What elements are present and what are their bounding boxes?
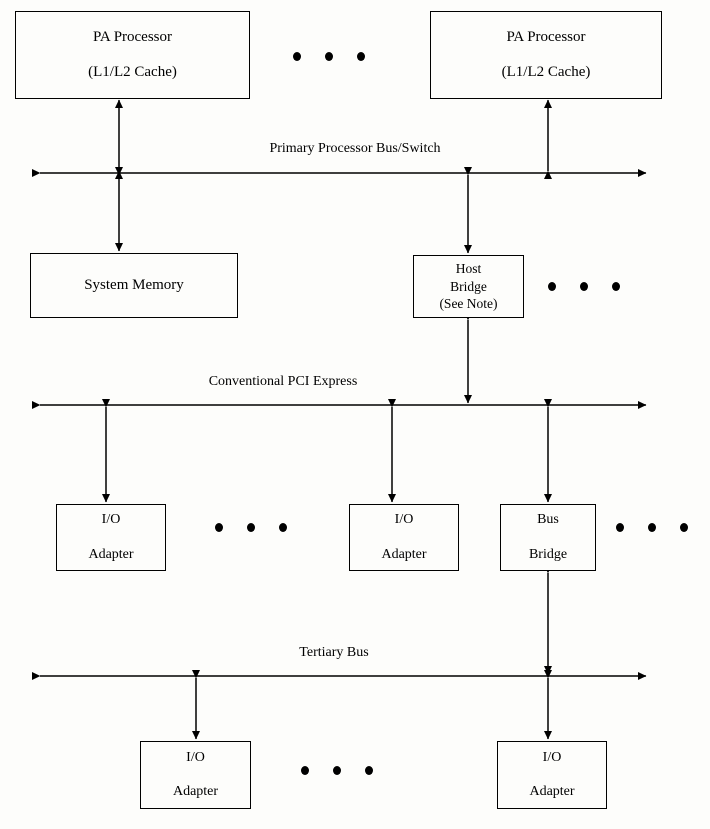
pa-processor-left-line1: PA Processor xyxy=(92,28,173,45)
ellipsis-host-bridges xyxy=(548,282,620,291)
io-adapter-tert-2-line1: I/O xyxy=(542,749,562,765)
system-memory-box: System Memory xyxy=(30,253,238,318)
io-adapter-tert-2-line2: Adapter xyxy=(529,784,575,799)
host-bridge-line1: Host xyxy=(455,261,482,277)
system-memory-label: System Memory xyxy=(84,276,184,293)
dot xyxy=(293,52,301,61)
ellipsis-processors xyxy=(293,52,365,61)
pa-processor-right-line2: (L1/L2 Cache) xyxy=(501,64,591,80)
host-bridge-box: Host Bridge (See Note) xyxy=(413,255,524,318)
pa-processor-left-box: PA Processor (L1/L2 Cache) xyxy=(15,11,250,99)
dot xyxy=(680,523,688,532)
dot xyxy=(301,766,309,775)
host-bridge-line3: (See Note) xyxy=(439,296,498,312)
host-bridge-line2: Bridge xyxy=(450,278,487,294)
io-adapter-pci-2-box: I/O Adapter xyxy=(349,504,459,571)
dot xyxy=(548,282,556,291)
io-adapter-pci-2-line2: Adapter xyxy=(381,546,427,562)
ellipsis-pci-adapters xyxy=(215,523,287,532)
pci-bus-label: Conventional PCI Express xyxy=(208,374,358,389)
dot xyxy=(357,52,365,61)
dot xyxy=(365,766,373,775)
bus-bridge-line1: Bus xyxy=(537,512,559,528)
io-adapter-pci-1-box: I/O Adapter xyxy=(56,504,166,571)
io-adapter-pci-2-line1: I/O xyxy=(394,512,414,528)
io-adapter-tert-2-box: I/O Adapter xyxy=(497,741,607,809)
dot xyxy=(616,523,624,532)
pa-processor-right-line1: PA Processor xyxy=(506,28,586,45)
dot xyxy=(612,282,620,291)
io-adapter-tert-1-line2: Adapter xyxy=(172,784,219,799)
io-adapter-tert-1-box: I/O Adapter xyxy=(140,741,251,809)
dot xyxy=(648,523,656,532)
io-adapter-pci-1-line1: I/O xyxy=(101,512,121,528)
dot xyxy=(325,52,333,61)
ellipsis-bus-bridges xyxy=(616,523,688,532)
tertiary-bus-label: Tertiary Bus xyxy=(299,645,369,660)
dot xyxy=(247,523,255,532)
bus-bridge-line2: Bridge xyxy=(528,546,568,562)
io-adapter-tert-1-line1: I/O xyxy=(186,749,205,765)
dot xyxy=(215,523,223,532)
dot xyxy=(279,523,287,532)
ellipsis-tertiary-adapters xyxy=(301,766,373,775)
pa-processor-left-line2: (L1/L2 Cache) xyxy=(88,64,177,80)
pa-processor-right-box: PA Processor (L1/L2 Cache) xyxy=(430,11,662,99)
primary-bus-label: Primary Processor Bus/Switch xyxy=(269,141,441,156)
io-adapter-pci-1-line2: Adapter xyxy=(88,546,134,562)
dot xyxy=(333,766,341,775)
dot xyxy=(580,282,588,291)
bus-bridge-box: Bus Bridge xyxy=(500,504,596,571)
